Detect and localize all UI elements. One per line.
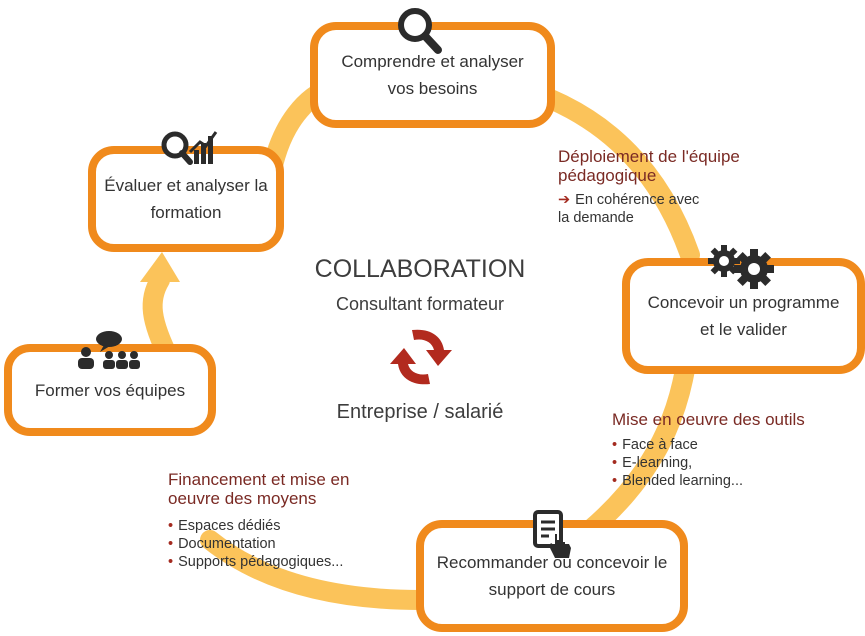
step-former-label: Former vos équipes — [34, 380, 186, 400]
step-comprendre-label: Comprendre et analyser vos besoins — [341, 52, 524, 98]
center-subtitle-consultant: Consultant formateur — [335, 294, 505, 314]
list-item: •Blended learning... — [612, 473, 743, 489]
list-item: ➔En cohérence avec la demande — [558, 192, 700, 226]
list-item: •Supports pédagogiques... — [168, 554, 344, 570]
cycle-arrows-icon — [390, 329, 452, 385]
note-deploiement-list: ➔En cohérence avec la demande — [558, 191, 708, 227]
analytics-icon — [161, 131, 218, 165]
list-item: •Documentation — [168, 536, 276, 552]
center-subtitle-entreprise: Entreprise / salarié — [336, 401, 504, 423]
document-hand-icon — [533, 510, 571, 558]
note-financement-title: Financement et mise en oeuvre des moyens — [168, 470, 350, 508]
note-financement-list: •Espaces dédiés •Documentation •Supports… — [168, 517, 343, 571]
step-evaluer-label: Évaluer et analyser la formation — [104, 176, 268, 222]
step-recommander: Recommander ou concevoir le support de c… — [416, 520, 688, 632]
step-recommander-label: Recommander ou concevoir le support de c… — [436, 553, 668, 599]
step-concevoir: Concevoir un programme et le valider — [622, 258, 865, 374]
step-comprendre: Comprendre et analyser vos besoins — [310, 22, 555, 128]
center-heading: COLLABORATION — [314, 255, 526, 283]
step-concevoir-label: Concevoir un programme et le valider — [647, 293, 840, 339]
step-former: Former vos équipes — [4, 344, 216, 436]
search-icon — [398, 8, 442, 54]
list-item: •E-learning, — [612, 455, 693, 471]
note-mise-en-oeuvre-title: Mise en oeuvre des outils — [612, 410, 805, 429]
gears-icon — [708, 245, 774, 289]
note-deploiement-title: Déploiement de l'équipe pédagogique — [558, 147, 740, 185]
note-mise-en-oeuvre-list: •Face à face •E-learning, •Blended learn… — [612, 436, 743, 490]
list-item: •Face à face — [612, 437, 698, 453]
step-evaluer: Évaluer et analyser la formation — [88, 146, 284, 252]
team-meeting-icon — [78, 331, 140, 369]
list-item: •Espaces dédiés — [168, 518, 281, 534]
